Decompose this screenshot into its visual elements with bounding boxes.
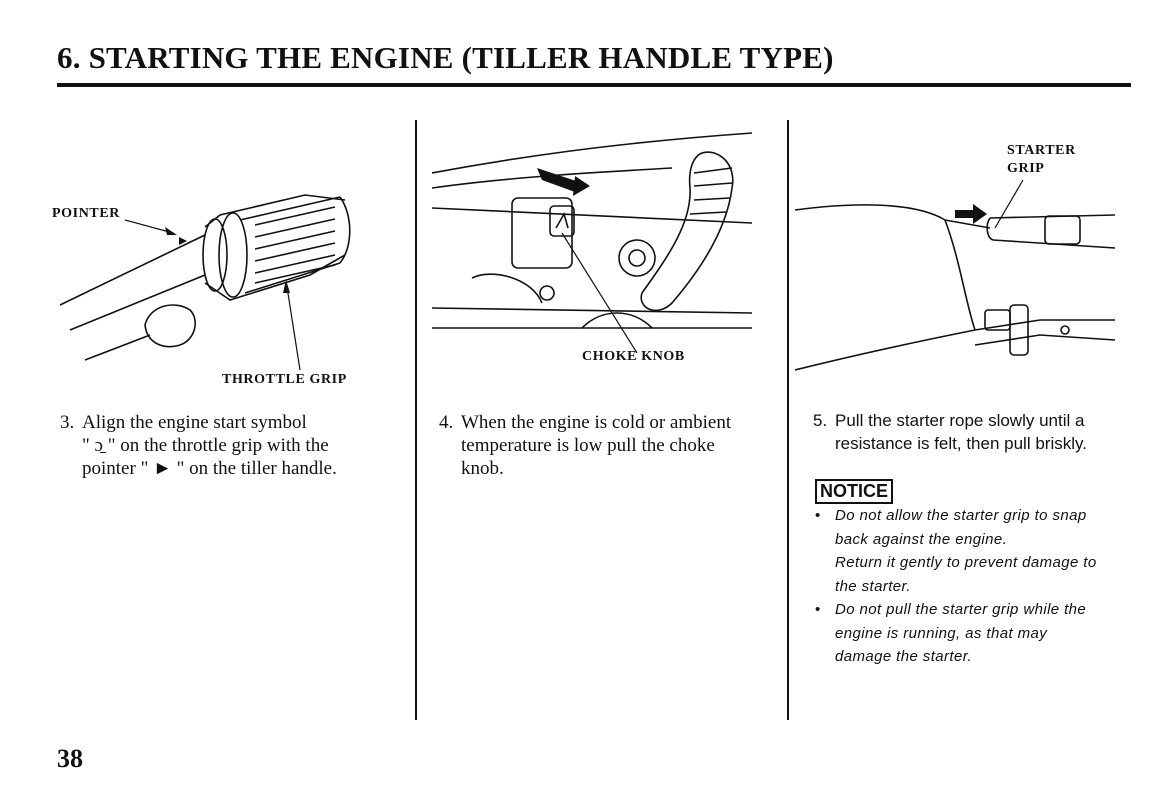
step-4-number: 4. [439,412,454,433]
pointer-label: POINTER [52,206,120,221]
step-5: 5. Pull the starter rope slowly until a … [813,409,1148,455]
notice-item-2-line-2: engine is running, as that may [835,624,1048,642]
step-3: 3. Align the engine start symbol " ɔ̱ " … [60,411,400,480]
step-4-line-1: When the engine is cold or ambient [461,412,732,433]
step-3-line-3: pointer " ► " on the tiller handle. [82,458,337,479]
notice-item-1-line-1: Do not allow the starter grip to snap [835,507,1087,524]
throttle-grip-label: THROTTLE GRIP [222,372,347,387]
page-number: 38 [57,744,83,773]
starter-grip-label-line2: GRIP [1007,161,1045,176]
notice-item-1: Do not allow the starter grip to snap ba… [815,504,1145,598]
step-5-line-2: resistance is felt, then pull briskly. [835,434,1087,453]
starter-grip-illustration [795,180,1116,371]
notice-item-2-line-3: damage the starter. [835,648,973,665]
column-divider-right [787,120,789,720]
step-4-line-3: knob. [461,458,504,479]
notice-list: Do not allow the starter grip to snap ba… [815,504,1145,669]
notice-item-1-line-2: back against the engine. [835,530,1008,548]
step-4: 4. When the engine is cold or ambient te… [439,411,779,480]
choke-knob-label: CHOKE KNOB [582,349,685,364]
page-title: 6. STARTING THE ENGINE (TILLER HANDLE TY… [57,40,834,75]
notice-badge: NOTICE [815,479,894,504]
step-3-line-2: " ɔ̱ " on the throttle grip with the [82,435,329,456]
starter-grip-label-line1: STARTER [1007,143,1076,158]
notice-item-1-line-3: Return it gently to prevent damage to [835,554,1097,571]
choke-knob-illustration [432,132,753,353]
step-4-line-2: temperature is low pull the choke [461,435,715,456]
throttle-grip-illustration [59,194,351,371]
notice-item-2-line-1: Do not pull the starter grip while the [835,601,1087,618]
column-divider-left [415,120,417,720]
step-3-number: 3. [60,412,75,433]
notice-item-1-line-4: the starter. [835,577,911,595]
step-3-line-1: Align the engine start symbol [82,412,307,433]
title-rule [57,83,1131,87]
notice-item-2: Do not pull the starter grip while the e… [815,598,1145,669]
step-5-number: 5. [813,411,828,430]
step-5-line-1: Pull the starter rope slowly until a [835,411,1085,430]
